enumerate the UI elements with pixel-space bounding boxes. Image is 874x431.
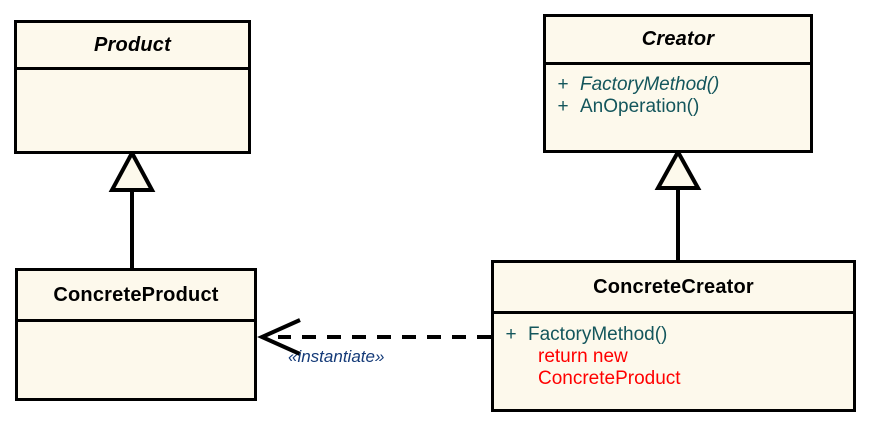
generalization-concreteproduct-to-product	[108, 148, 156, 268]
generalization-arrowhead-creator	[654, 147, 702, 190]
class-box-concreteproduct[interactable]: ConcreteProduct	[15, 268, 257, 401]
member-visibility: +	[557, 96, 569, 117]
member-visibility: +	[557, 74, 569, 95]
generalization-concretecreator-to-creator	[654, 147, 702, 260]
class-members-compartment-creator: + FactoryMethod() + AnOperation()	[546, 65, 810, 150]
dependency-stereotype-label: «instantiate»	[288, 347, 385, 366]
member-visibility: +	[505, 324, 517, 345]
class-members-compartment-product	[17, 70, 248, 151]
class-name-product: Product	[94, 33, 171, 56]
compartment-divider-product	[17, 67, 248, 70]
member-note-line: return new	[538, 346, 628, 367]
class-box-concretecreator[interactable]: ConcreteCreator + FactoryMethod() return…	[491, 260, 856, 412]
member-row[interactable]: + FactoryMethod()	[494, 324, 853, 346]
member-row[interactable]: + AnOperation()	[546, 96, 810, 118]
class-title-compartment-product: Product	[17, 23, 248, 67]
member-signature: FactoryMethod()	[528, 324, 668, 345]
compartment-divider-concretecreator	[494, 311, 853, 314]
member-note-line: ConcreteProduct	[538, 368, 681, 389]
compartment-divider-creator	[546, 62, 810, 65]
generalization-arrowhead-product	[108, 148, 156, 192]
class-members-compartment-concretecreator: + FactoryMethod() return new ConcretePro…	[494, 314, 853, 409]
class-name-concretecreator: ConcreteCreator	[593, 275, 754, 298]
class-title-compartment-concreteproduct: ConcreteProduct	[18, 271, 254, 319]
class-name-concreteproduct: ConcreteProduct	[53, 283, 219, 306]
class-title-compartment-concretecreator: ConcreteCreator	[494, 263, 853, 311]
member-row[interactable]: + FactoryMethod()	[546, 74, 810, 96]
member-signature: FactoryMethod()	[580, 74, 720, 95]
class-box-creator[interactable]: Creator + FactoryMethod() + AnOperation(…	[543, 14, 813, 153]
class-name-creator: Creator	[641, 28, 715, 50]
class-box-product[interactable]: Product	[14, 20, 251, 154]
compartment-divider-concreteproduct	[18, 319, 254, 322]
member-signature: AnOperation()	[580, 96, 700, 117]
class-members-compartment-concreteproduct	[18, 322, 254, 398]
class-title-compartment-creator: Creator	[546, 17, 810, 62]
